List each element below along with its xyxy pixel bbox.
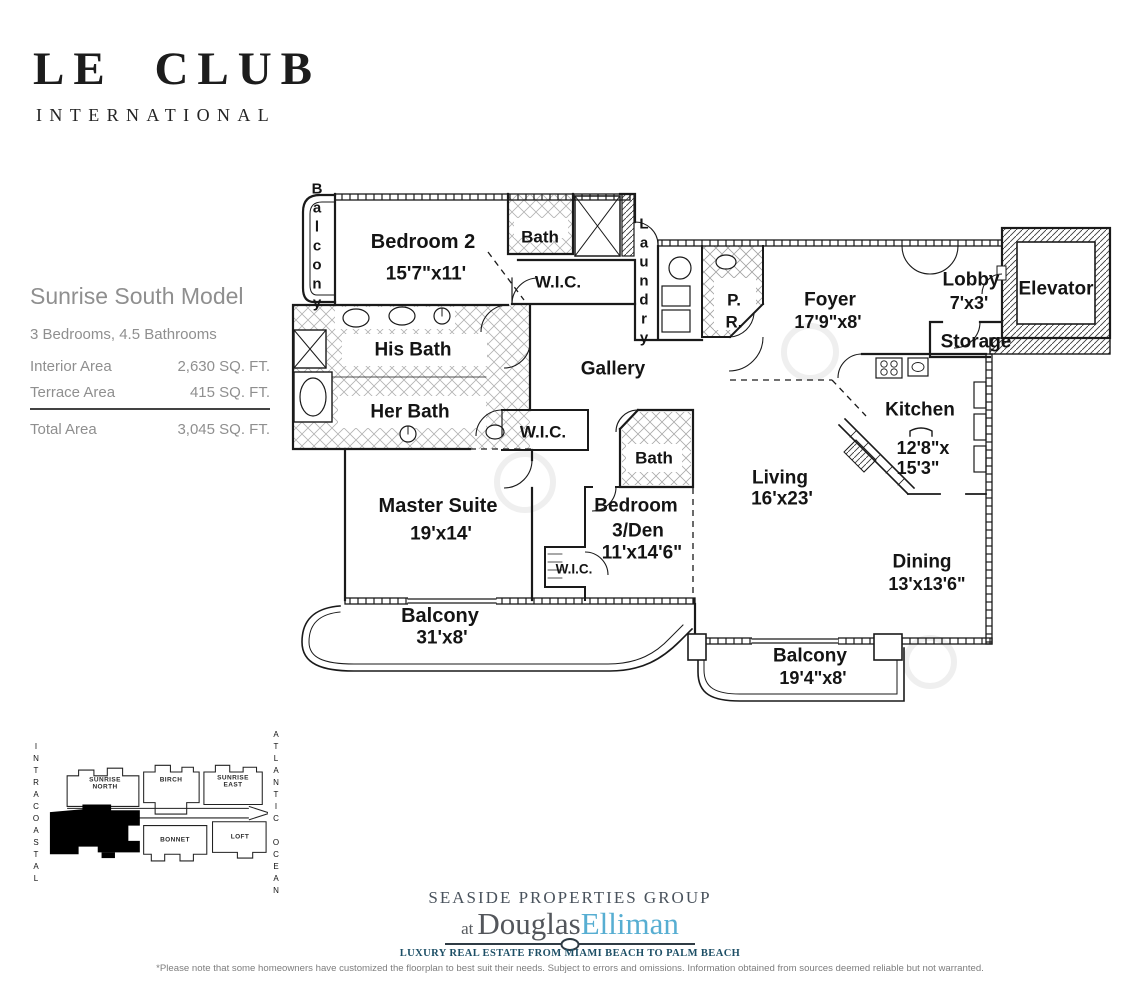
room-label-wic-top: W.I.C. [534, 272, 582, 292]
plan-dashed-lines [470, 251, 867, 607]
room-label-bedroom3-dims: 11'x14'6" [601, 542, 683, 564]
room-label-bath-mid: Bath [635, 448, 673, 468]
brand-logo-subtitle: INTERNATIONAL [36, 105, 277, 125]
room-label-living-dims: 16'x23' [751, 488, 813, 510]
room-label-wic-small: W.I.C. [555, 561, 593, 577]
sitemap-highlighted-building [49, 804, 140, 859]
sitemap-atlantic-label: ATLANTIC OCEAN [271, 730, 281, 898]
footer-brand-elliman: Elliman [580, 906, 679, 941]
room-label-balcony-right-name: Balcony [773, 645, 847, 667]
footer-tagline: LUXURY REAL ESTATE FROM MIAMI BEACH TO P… [399, 948, 741, 959]
room-label-bath-top: Bath [521, 227, 559, 247]
room-label-pr-line1: P. [727, 290, 741, 310]
room-label-balcony-bottom-name: Balcony [401, 605, 479, 627]
sitemap-drawing [49, 764, 268, 862]
room-label-gallery: Gallery [580, 358, 646, 380]
page-title: Sunrise South Model [30, 283, 244, 309]
terrace-area-value: 415 SQ. FT. [189, 384, 270, 401]
brand-logo: LE CLUB [33, 43, 322, 95]
footer-brand-line: at DouglasElliman [461, 906, 679, 942]
footer-at: at [461, 919, 474, 938]
room-label-pr-line2: R. [725, 312, 743, 332]
room-label-kitchen-dims2: 15'3" [896, 458, 940, 478]
door-arcs [475, 221, 1003, 576]
room-label-wic-mid: W.I.C. [519, 422, 567, 442]
room-label-storage: Storage [940, 331, 1012, 353]
interior-area-label: Interior Area [30, 358, 112, 375]
sitemap-building-birch: BIRCH [159, 776, 183, 784]
room-label-foyer-name: Foyer [804, 289, 856, 311]
room-label-elevator: Elevator [1018, 278, 1094, 300]
room-label-master-name: Master Suite [378, 495, 498, 517]
room-label-balcony-left: Balcony [308, 180, 326, 314]
room-label-bedroom3-line1: Bedroom [594, 495, 678, 517]
area-row-total: Total Area 3,045 SQ. FT. [30, 421, 270, 438]
sitemap-building-bonnet: BONNET [160, 836, 190, 844]
room-label-balcony-right-dims: 19'4"x8' [779, 668, 847, 688]
room-label-his-bath: His Bath [374, 339, 452, 361]
room-label-laundry: Laundry [635, 215, 653, 349]
footer-brand-douglas: Douglas [477, 906, 581, 941]
room-label-master-dims: 19'x14' [410, 523, 472, 545]
model-subtitle: 3 Bedrooms, 4.5 Bathrooms [30, 326, 217, 343]
footer-divider-oval [560, 938, 580, 951]
room-label-lobby-name: Lobby [942, 269, 1000, 291]
sitemap-building-sunrise-north: SUNRISE NORTH [89, 776, 121, 791]
scan-watermarks [494, 323, 957, 689]
area-row-terrace: Terrace Area 415 SQ. FT. [30, 384, 270, 401]
plan-walls [291, 192, 1112, 702]
room-label-her-bath: Her Bath [370, 401, 450, 423]
area-divider [30, 408, 270, 410]
room-label-balcony-bottom-dims: 31'x8' [416, 627, 468, 649]
room-label-lobby-dims: 7'x3' [949, 293, 989, 313]
room-label-dining-name: Dining [892, 551, 952, 573]
area-row-interior: Interior Area 2,630 SQ. FT. [30, 358, 270, 375]
room-label-bedroom2-name: Bedroom 2 [370, 231, 476, 253]
total-area-value: 3,045 SQ. FT. [177, 421, 270, 438]
room-label-foyer-dims: 17'9"x8' [794, 312, 862, 332]
footer-disclaimer: *Please note that some homeowners have c… [156, 963, 984, 974]
interior-area-value: 2,630 SQ. FT. [177, 358, 270, 375]
footer-group-name: SEASIDE PROPERTIES GROUP [428, 888, 712, 907]
sitemap-building-loft: LOFT [230, 833, 250, 841]
terrace-area-label: Terrace Area [30, 384, 116, 401]
room-label-dining-dims: 13'x13'6" [888, 574, 966, 594]
sitemap-intracoastal-label: INTRACOASTAL [31, 742, 41, 886]
sitemap-building-sunrise-east: SUNRISE EAST [217, 774, 249, 789]
room-label-living-name: Living [752, 467, 808, 489]
room-label-kitchen-dims1: 12'8"x [896, 438, 950, 458]
room-label-kitchen-name: Kitchen [885, 399, 955, 421]
room-label-bedroom2-dims: 15'7"x11' [385, 263, 467, 285]
total-area-label: Total Area [30, 421, 97, 438]
floorplan-drawing [291, 192, 1112, 702]
room-label-bedroom3-line2: 3/Den [612, 520, 664, 542]
